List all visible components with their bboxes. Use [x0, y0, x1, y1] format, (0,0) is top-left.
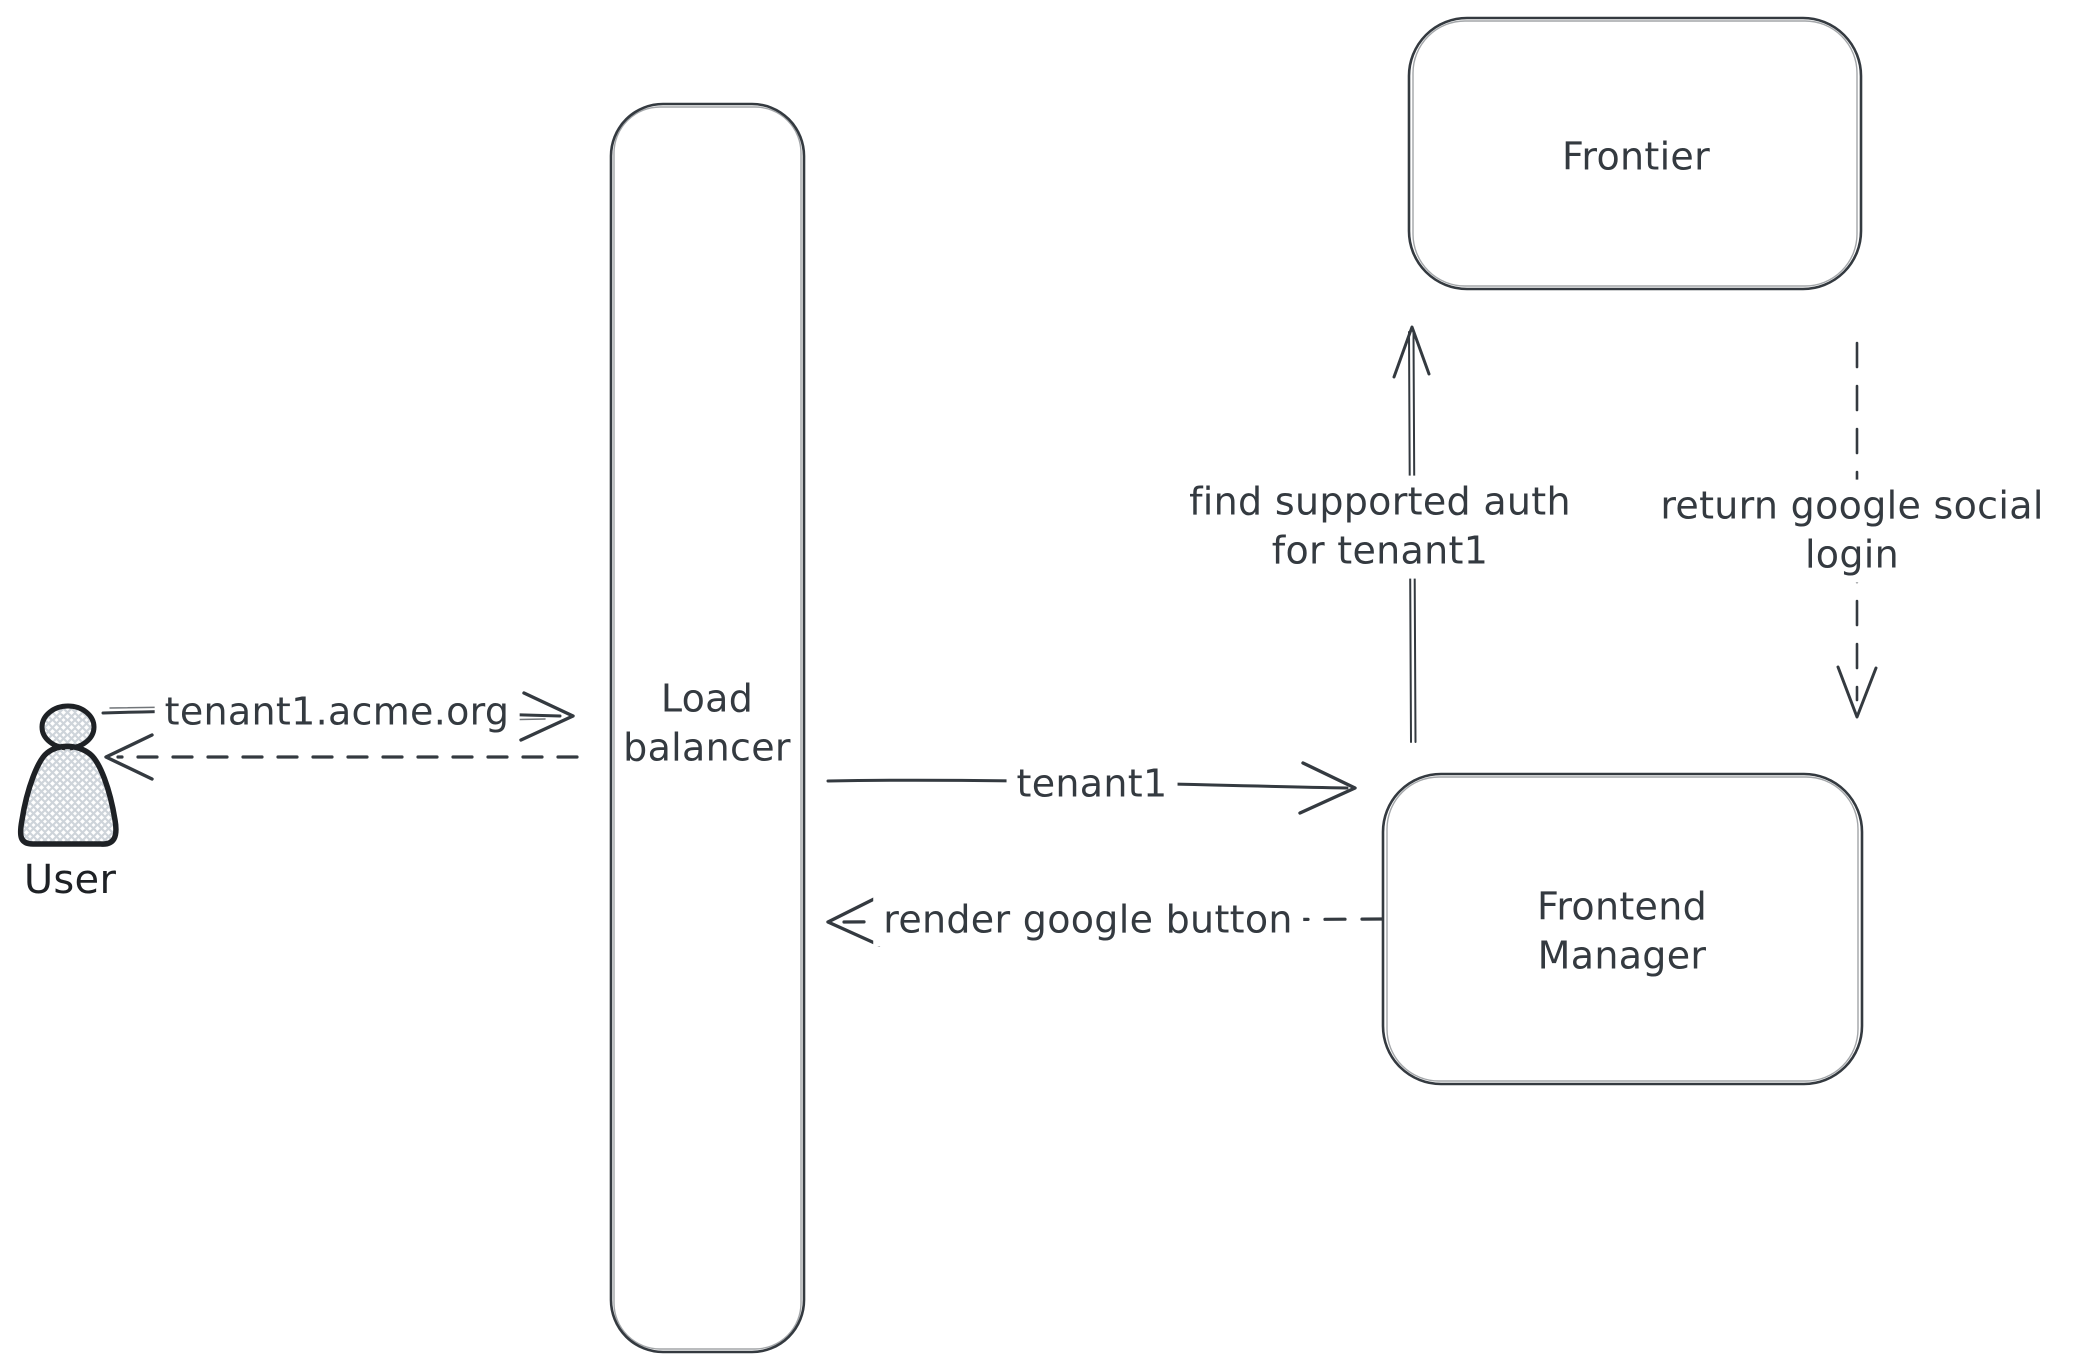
load-balancer-outline-sketch — [613, 106, 802, 1350]
arrowhead-left — [826, 896, 881, 947]
frontier-outline-sketch — [1412, 20, 1858, 287]
user-person-icon[interactable] — [17, 703, 119, 847]
arrow-label-tenant1-acme-org[interactable]: tenant1.acme.org — [154, 685, 520, 739]
frontend-manager-label[interactable]: Frontend Manager — [1536, 884, 1708, 978]
load-balancer-node[interactable] — [609, 102, 806, 1354]
arrow-label-line: find supported auth — [1189, 479, 1571, 524]
arrow-label-tenant1[interactable]: tenant1 — [1006, 757, 1178, 811]
arrow-label-line: return google social — [1660, 483, 2044, 528]
user-label[interactable]: User — [23, 857, 117, 903]
frontend-manager-node[interactable] — [1381, 772, 1864, 1086]
arrow-label-line: login — [1804, 533, 1900, 577]
load-balancer-outline — [609, 102, 806, 1354]
frontier-node[interactable] — [1407, 16, 1863, 291]
arrow-label-find-supported-auth[interactable]: find supported auth for tenant1 — [1179, 475, 1581, 579]
arrowhead-down — [1836, 665, 1878, 719]
arrowhead-right — [1298, 761, 1357, 815]
user-body — [17, 743, 119, 847]
arrow-label-line: for tenant1 — [1271, 529, 1489, 573]
frontend-manager-outline-sketch — [1386, 776, 1859, 1082]
frontend-manager-outline — [1381, 772, 1864, 1086]
frontier-label[interactable]: Frontier — [1561, 134, 1711, 179]
arrow-load-balancer-to-user[interactable] — [104, 733, 579, 781]
user-head — [39, 703, 97, 751]
arrowhead-left — [104, 733, 154, 781]
arrow-label-return-google-social-login[interactable]: return google social login — [1650, 479, 2054, 583]
arrowhead-up — [1392, 325, 1431, 379]
arrow-label-render-google-button[interactable]: render google button — [873, 893, 1303, 947]
arrowhead-right — [519, 691, 575, 742]
frontier-outline — [1407, 16, 1863, 291]
load-balancer-label[interactable]: Load balancer — [623, 676, 791, 770]
